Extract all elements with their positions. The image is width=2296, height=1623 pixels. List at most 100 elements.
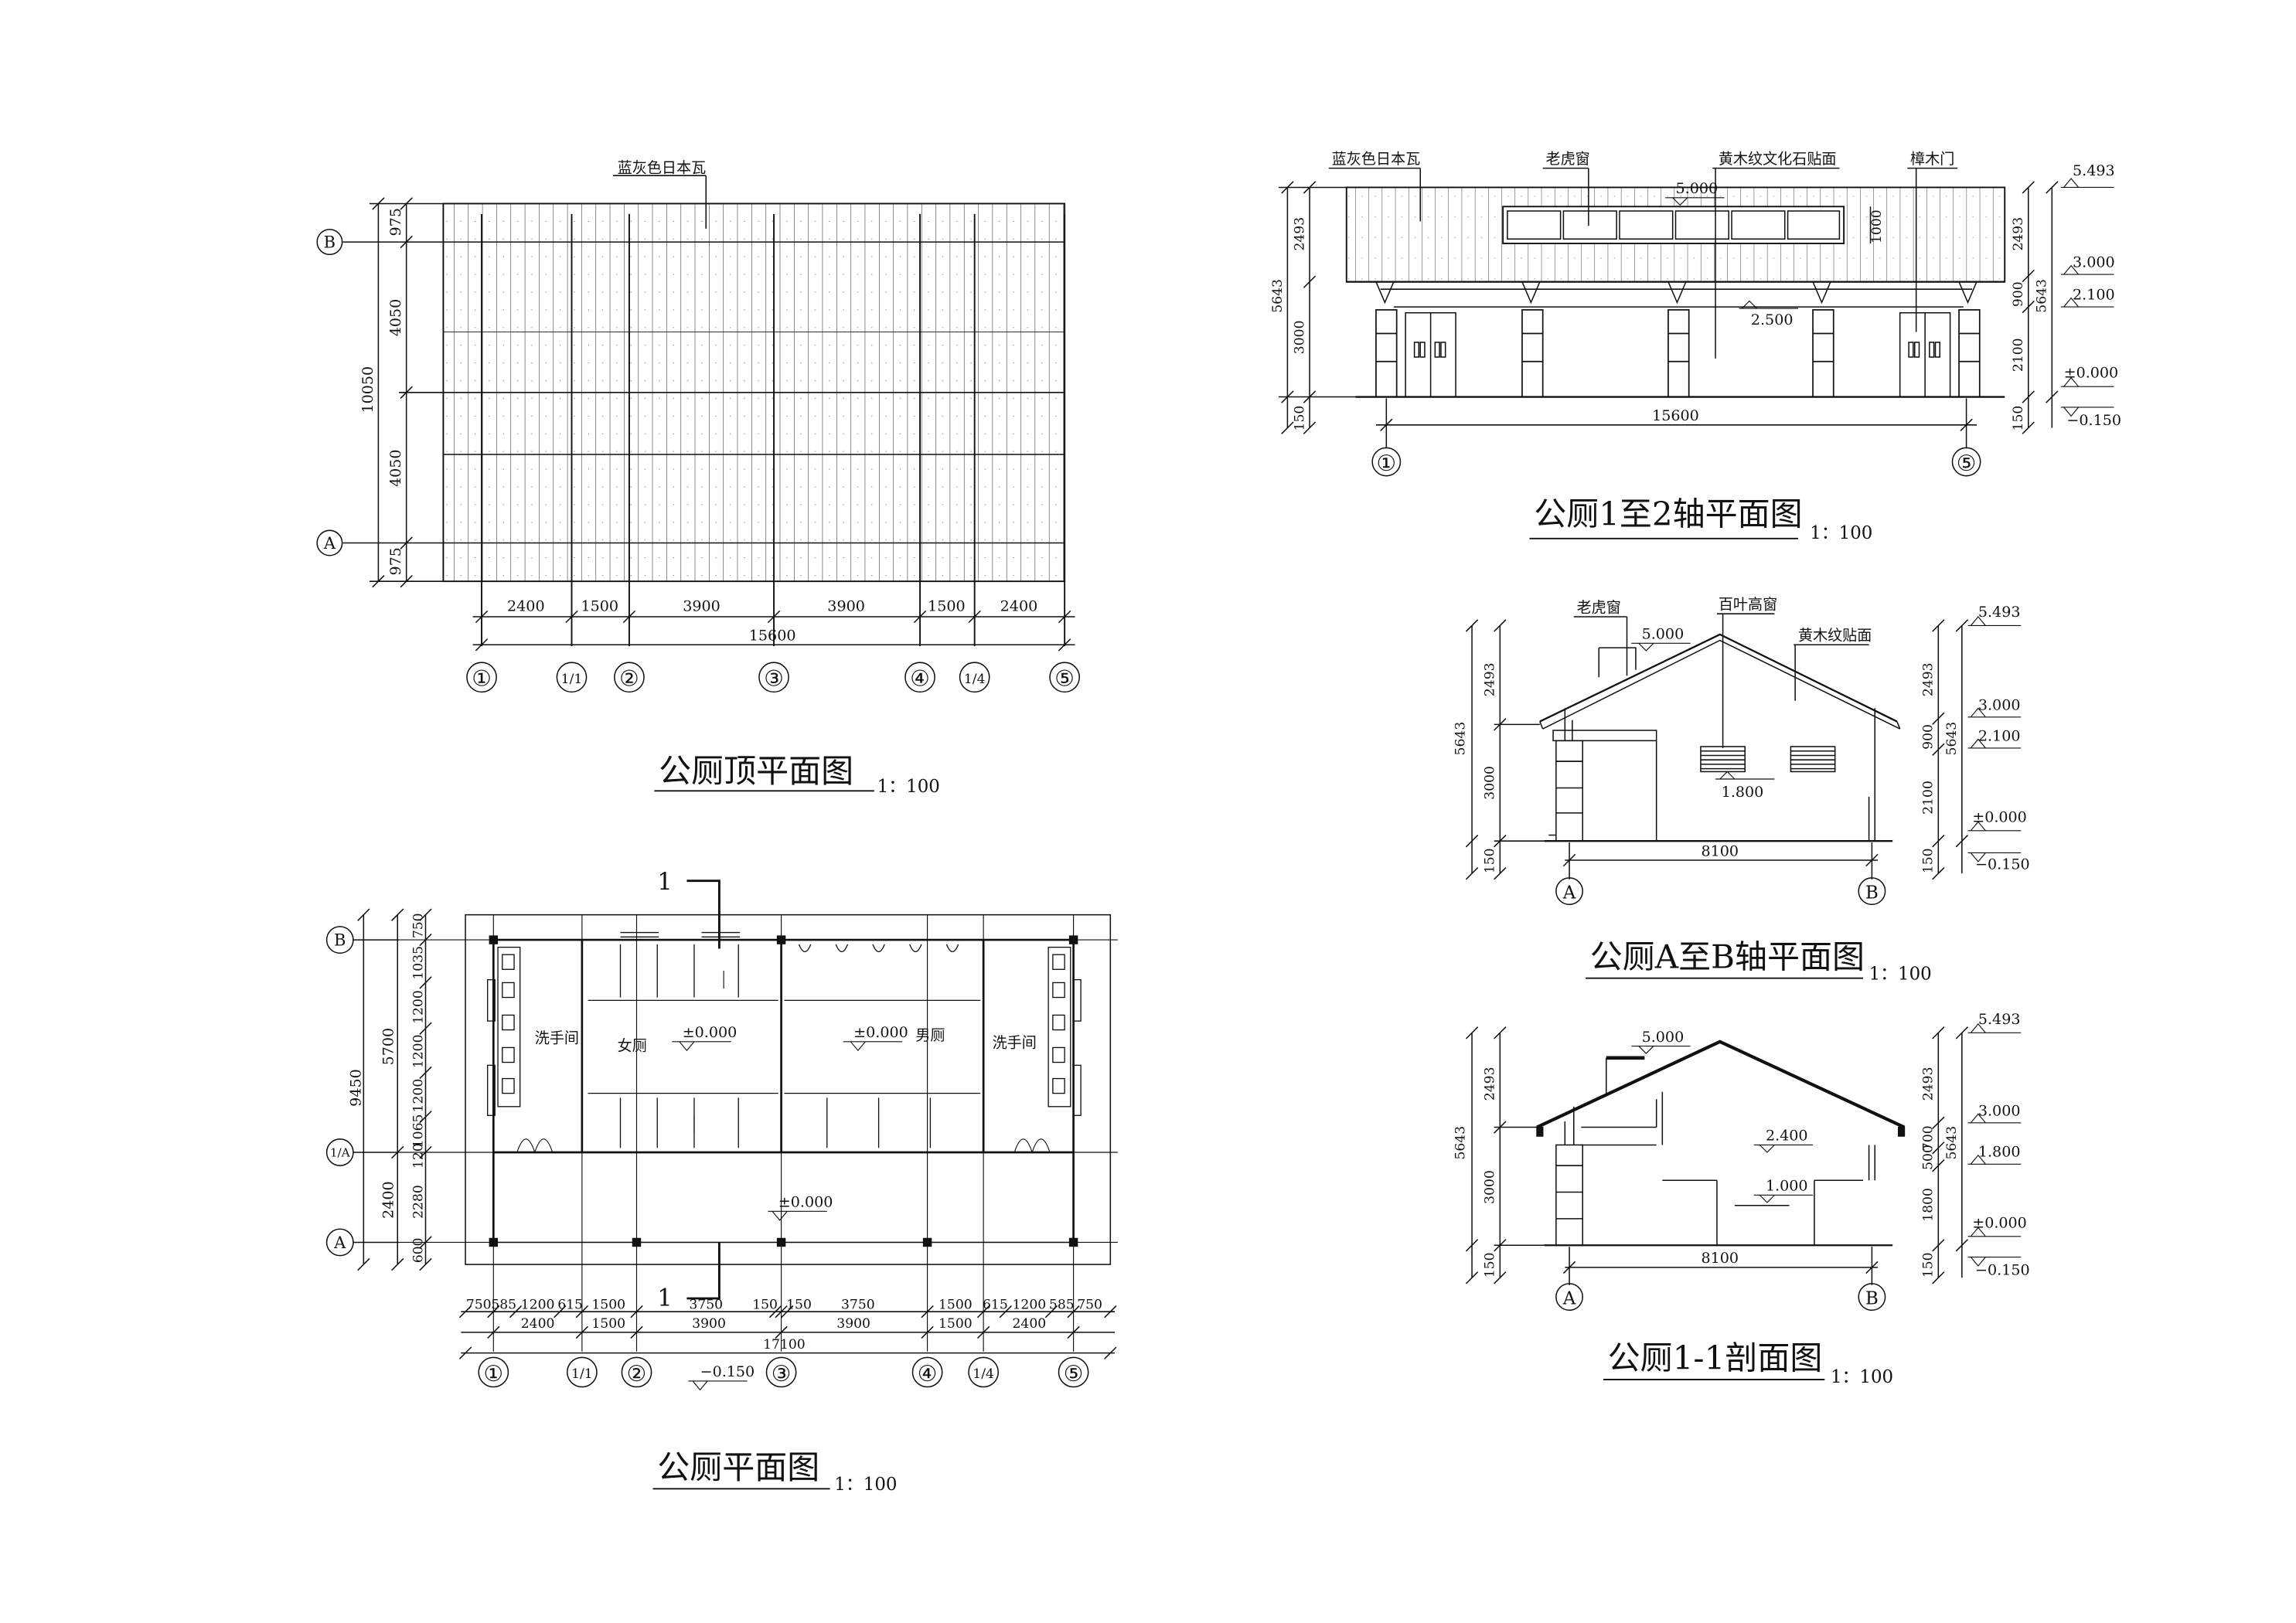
section-title: 公厕1-1剖面图 <box>1608 1339 1823 1377</box>
side-dim-left-3: 150 <box>1483 848 1498 873</box>
side-level-r1: 5.493 <box>1978 603 2021 621</box>
fdim-r1-4: 615 <box>557 1297 583 1312</box>
side-elev-scale: 1：100 <box>1869 965 1932 985</box>
section-dim-right-4: 1800 <box>1921 1188 1937 1222</box>
floor-axis-x-6: 1/4 <box>973 1366 994 1382</box>
section-level-r3: 1.800 <box>1978 1143 2021 1161</box>
roof-dim-2: 1500 <box>581 597 618 614</box>
fdim-r1-12: 1200 <box>1012 1297 1046 1312</box>
wash-counter-left <box>487 946 521 1116</box>
section-1-1: 5.000 2.400 1.000 5643 2493 3000 150 249… <box>1453 1010 2030 1387</box>
fdim-r1-2: 585 <box>491 1297 516 1312</box>
floor-plan-scale: 1：100 <box>834 1475 897 1495</box>
side-dim-right-3: 2100 <box>1921 781 1937 815</box>
fdim-r2-6: 2400 <box>1012 1316 1046 1332</box>
wash-counter-right <box>1048 946 1082 1116</box>
side-louver-right <box>1790 746 1836 773</box>
front-dim-right-2: 900 <box>2011 281 2026 307</box>
section-mark-top: 1 <box>657 869 672 896</box>
fdim-r2-3: 3900 <box>692 1316 726 1332</box>
floor-dim-left-total: 9450 <box>346 1069 364 1107</box>
section-dim-right-3: 500 <box>1921 1145 1937 1170</box>
level-outside: −0.150 <box>700 1363 755 1380</box>
urinals <box>798 944 959 953</box>
roof-plan-title: 公厕顶平面图 <box>659 752 853 790</box>
section-dim-left-1: 2493 <box>1483 1067 1498 1101</box>
front-axis-1: ① <box>1376 450 1396 476</box>
roof-axis-label-b: B <box>324 233 336 252</box>
level-female: ±0.000 <box>683 1023 738 1041</box>
section-roof <box>1536 1039 1906 1129</box>
front-label-door: 樟木门 <box>1910 150 1954 168</box>
front-dim-right-total: 5643 <box>2035 279 2050 313</box>
roof-dim-left-total: 10050 <box>359 366 376 413</box>
roof-axis-x-4: ③ <box>764 665 784 692</box>
side-label-louver: 百叶高窗 <box>1719 595 1777 613</box>
front-elev-scale: 1：100 <box>1810 523 1872 543</box>
side-level-r5: −0.150 <box>1975 855 2030 873</box>
floor-dim-left2-1: 5700 <box>380 1028 397 1066</box>
front-axis-5: ⑤ <box>1957 450 1977 476</box>
floor-axis-x-1: ① <box>483 1360 503 1387</box>
floor-dim-left1-6: 1065 <box>411 1114 427 1148</box>
side-dim-right-4: 150 <box>1921 848 1937 873</box>
roof-dim-4: 3900 <box>827 597 865 614</box>
side-level-1800: 1.800 <box>1722 783 1764 801</box>
section-dim-bottom: 8100 <box>1701 1249 1739 1267</box>
side-label-facing: 黄木纹贴面 <box>1798 627 1872 645</box>
roof-dim-5: 1500 <box>928 597 966 614</box>
section-level-r2: 3.000 <box>1978 1101 2021 1119</box>
section-level-r1: 5.493 <box>1978 1010 2021 1028</box>
front-dim-left-2: 3000 <box>1292 320 1307 354</box>
side-dim-left-total: 5643 <box>1453 722 1469 756</box>
roof-dim-left-1: 975 <box>387 208 404 236</box>
side-elev-title: 公厕A至B轴平面图 <box>1590 937 1865 975</box>
roof-axis-x-1: ① <box>472 665 492 692</box>
side-dim-right-2: 900 <box>1921 724 1937 750</box>
room-wash-right: 洗手间 <box>993 1033 1037 1051</box>
roof-dim-left-3: 4050 <box>387 449 404 487</box>
side-dim-right-total: 5643 <box>1944 722 1960 756</box>
floor-dim-left1-1: 750 <box>411 913 427 938</box>
front-dim-left-3: 150 <box>1292 406 1307 431</box>
side-dim-left-1: 2493 <box>1483 662 1498 696</box>
section-dim-right-1: 2493 <box>1921 1067 1937 1101</box>
section-axis-a: A <box>1562 1289 1576 1309</box>
roof-axis-x-2: 1/1 <box>561 672 583 687</box>
fdim-r1-10: 1500 <box>938 1297 973 1312</box>
section-column <box>1555 1165 1583 1247</box>
roof-dim-left-4: 975 <box>387 547 404 575</box>
roof-dim-6: 2400 <box>1000 597 1038 614</box>
section-level-1000: 1.000 <box>1766 1177 1808 1195</box>
floor-dim-left1-2: 1035 <box>411 946 427 980</box>
floor-axis-x-7: ⑤ <box>1064 1360 1084 1387</box>
floor-axis-b: B <box>334 931 346 950</box>
fdim-r1-7: 150 <box>752 1297 778 1312</box>
section-dim-right-5: 150 <box>1921 1252 1937 1278</box>
floor-dim-left1-7: 120 <box>411 1143 427 1169</box>
room-male: 男厕 <box>915 1026 945 1044</box>
roof-axis-x-5: ④ <box>910 665 930 692</box>
section-dim-left-2: 3000 <box>1483 1170 1498 1204</box>
fdim-r2-2: 1500 <box>591 1316 625 1332</box>
section-dim-left-total: 5643 <box>1453 1126 1469 1160</box>
floor-axis-a: A <box>333 1233 346 1252</box>
front-elevation: 蓝灰色日本瓦 老虎窗 黄木纹文化石贴面 樟木门 5.000 2.500 1000… <box>1270 150 2121 543</box>
roof-axis-label-a: A <box>323 534 336 553</box>
roof-axis-x-3: ② <box>619 665 639 692</box>
front-level-r4: ±0.000 <box>2064 364 2119 382</box>
floor-axis-1a: 1/A <box>330 1146 351 1160</box>
floor-dim-left1-3: 1200 <box>411 990 427 1024</box>
fdim-r1-8: 150 <box>786 1297 812 1312</box>
fdim-r1-5: 1500 <box>591 1297 625 1312</box>
floor-plan-title: 公厕平面图 <box>657 1448 819 1486</box>
front-dim-right-3: 2100 <box>2011 338 2026 372</box>
floor-plan: 洗手间 女厕 男厕 洗手间 ±0.000 ±0.000 ±0.000 −0.15… <box>325 869 1118 1495</box>
section-scale: 1：100 <box>1831 1367 1893 1387</box>
roof-axis-bubble-b <box>316 229 343 256</box>
roof-axis-x-7: ⑤ <box>1054 665 1075 692</box>
section-level-r4: ±0.000 <box>1972 1213 2027 1231</box>
front-label-dormer: 老虎窗 <box>1546 150 1590 168</box>
fdim-r2-4: 3900 <box>836 1316 870 1332</box>
side-axis-b: B <box>1865 883 1879 903</box>
